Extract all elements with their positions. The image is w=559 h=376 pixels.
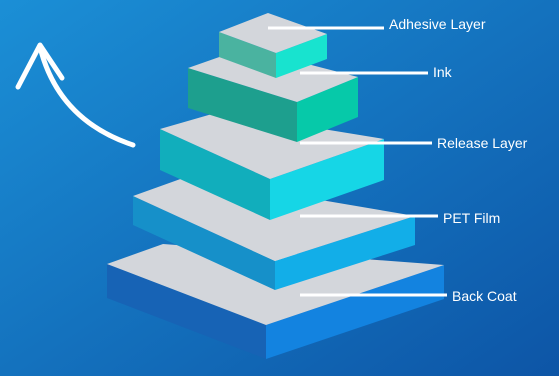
layer-release-layer-top-face	[160, 112, 384, 179]
layer-adhesive-layer-right-face	[276, 34, 327, 78]
layer-ink-left-face	[188, 68, 297, 142]
layer-adhesive-layer-top-face	[219, 13, 327, 53]
label-adhesive-layer: Adhesive Layer	[389, 16, 486, 32]
label-pet-film: PET Film	[443, 210, 501, 226]
layer-release-layer-left-face	[160, 129, 270, 220]
layers-group	[107, 13, 444, 359]
layer-adhesive-layer	[219, 13, 327, 78]
layer-pet-film-left-face	[133, 196, 275, 290]
layer-adhesive-layer-left-face	[219, 32, 276, 78]
label-back-coat: Back Coat	[452, 288, 517, 304]
layer-pet-film-right-face	[275, 216, 415, 290]
layer-pet-film	[133, 177, 415, 290]
layer-pet-film-top-face	[133, 177, 415, 261]
layer-back-coat-left-face	[107, 264, 266, 359]
layer-release-layer	[160, 112, 384, 220]
label-release-layer: Release Layer	[437, 135, 528, 151]
layer-release-layer-right-face	[270, 139, 384, 220]
layer-ink-right-face	[297, 77, 358, 142]
label-ink: Ink	[433, 64, 452, 80]
leader-lines	[268, 26, 447, 297]
curved-arrow-icon	[15, 42, 136, 148]
layer-back-coat-right-face	[266, 265, 444, 359]
